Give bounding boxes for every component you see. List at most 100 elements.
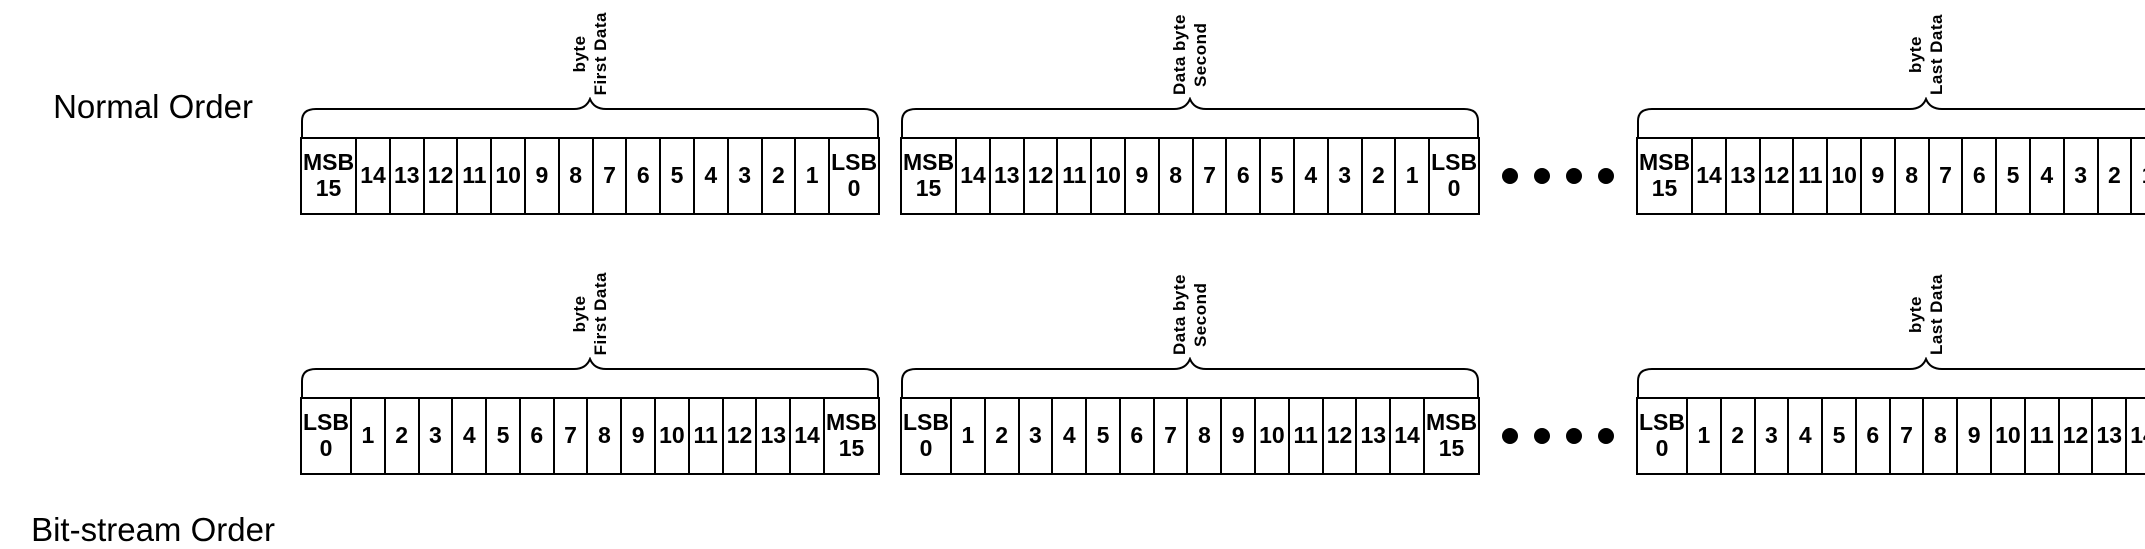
bit-cell-index: 13 bbox=[760, 422, 787, 449]
bit-cell: 8 bbox=[1924, 399, 1959, 473]
bit-cell-index: 6 bbox=[1236, 162, 1250, 189]
bit-cell: 1 bbox=[2132, 139, 2145, 213]
bit-cell: 4 bbox=[695, 139, 729, 213]
bit-cell-index: 7 bbox=[1203, 162, 1216, 189]
bit-cell-index: 1 bbox=[1405, 162, 1419, 189]
byte-span-brace bbox=[300, 97, 880, 137]
bit-cell-index: 2 bbox=[2107, 162, 2121, 189]
bit-cell: 3 bbox=[729, 139, 763, 213]
bit-cell: 14 bbox=[791, 399, 825, 473]
bit-cell-index: 9 bbox=[631, 422, 645, 449]
bit-cell-index: 5 bbox=[1096, 422, 1110, 449]
bit-cell-index: 8 bbox=[1197, 422, 1211, 449]
bit-cell: 9 bbox=[526, 139, 560, 213]
bit-cell-index: 11 bbox=[1798, 162, 1823, 189]
bit-cell-index: 0 bbox=[847, 175, 861, 201]
ellipsis-dot bbox=[1502, 428, 1518, 444]
bit-cell: 9 bbox=[622, 399, 657, 473]
bit-cell-significance-label: LSB bbox=[903, 409, 949, 436]
bit-cell-index: 9 bbox=[1967, 422, 1981, 449]
bit-cell: 11 bbox=[1058, 139, 1093, 213]
bit-cell-index: 3 bbox=[2074, 162, 2087, 189]
byte-span-label-line1: Last Data bbox=[1927, 13, 1946, 95]
bit-cell: 6 bbox=[1963, 139, 1998, 213]
bit-cell-index: 12 bbox=[1326, 422, 1353, 449]
bit-cell: 7 bbox=[1155, 399, 1189, 473]
bit-cell-index: 15 bbox=[838, 435, 865, 461]
bit-cell-index: 11 bbox=[2029, 422, 2054, 449]
byte-span-label-line2: byte bbox=[1905, 296, 1925, 333]
bit-cell: 10 bbox=[1828, 139, 1863, 213]
bit-cell-index: 2 bbox=[1371, 162, 1385, 189]
bit-cell-index: 12 bbox=[1763, 162, 1790, 189]
bit-cell-index: 14 bbox=[794, 422, 820, 449]
byte-span-label-line1: Second bbox=[1191, 22, 1210, 87]
bit-cell-index: 4 bbox=[1798, 422, 1812, 449]
bit-cell-significance-label: LSB bbox=[831, 149, 878, 176]
bit-cell: 5 bbox=[1823, 399, 1857, 473]
bit-cell: 13 bbox=[2093, 399, 2128, 473]
bit-cell: 11 bbox=[690, 399, 724, 473]
bit-cell-index: 14 bbox=[360, 162, 386, 189]
bit-cell: 4 bbox=[1053, 399, 1088, 473]
ellipsis-dot bbox=[1566, 428, 1582, 444]
ellipsis-dot bbox=[1534, 428, 1550, 444]
bit-cell: 9 bbox=[1958, 399, 1993, 473]
ellipsis-dot bbox=[1534, 168, 1550, 184]
bit-cell-significance-label: MSB bbox=[903, 149, 955, 176]
bit-cell: 12 bbox=[1761, 139, 1795, 213]
bit-cell: 4 bbox=[2031, 139, 2065, 213]
bit-cell-index: 5 bbox=[496, 422, 510, 449]
bit-cell-index: 6 bbox=[1972, 162, 1986, 189]
bit-cell: 4 bbox=[1295, 139, 1329, 213]
bit-cell: 14 bbox=[957, 139, 991, 213]
bit-cell: 3 bbox=[420, 399, 454, 473]
bit-cell: 9 bbox=[1126, 139, 1160, 213]
bit-cell: 10 bbox=[1992, 399, 2026, 473]
bit-cell: 14 bbox=[1693, 139, 1727, 213]
bit-cell: 3 bbox=[1329, 139, 1363, 213]
bit-cell: 3 bbox=[1020, 399, 1054, 473]
word-block: Last DatabyteMSB151413121110987654321LSB… bbox=[1636, 0, 2145, 215]
bit-cell-index: 12 bbox=[726, 422, 753, 449]
bit-cell-index: 13 bbox=[994, 162, 1020, 189]
bit-cell: 10 bbox=[492, 139, 527, 213]
bit-cell-index: 3 bbox=[1765, 422, 1778, 449]
ellipsis-dot bbox=[1566, 168, 1582, 184]
bit-cell: 7 bbox=[555, 399, 589, 473]
bit-cell-index: 7 bbox=[564, 422, 577, 449]
block-gap bbox=[880, 137, 900, 215]
bit-cell-index: 6 bbox=[1866, 422, 1880, 449]
bit-cell-index: 13 bbox=[394, 162, 420, 189]
bit-cell: 13 bbox=[757, 399, 792, 473]
bit-cell-significance-label: LSB bbox=[1431, 149, 1478, 176]
block-gap bbox=[880, 397, 900, 475]
bit-cell-index: 4 bbox=[462, 422, 476, 449]
bit-cell: 1 bbox=[796, 139, 831, 213]
byte-span-label-line1: Second bbox=[1191, 282, 1210, 347]
bit-cell: 13 bbox=[391, 139, 425, 213]
byte-span-brace bbox=[1636, 97, 2145, 137]
bit-cell: 5 bbox=[1997, 139, 2031, 213]
byte-span-brace bbox=[900, 357, 1480, 397]
bit-cell: 8 bbox=[588, 399, 623, 473]
bit-cell-index: 8 bbox=[1169, 162, 1183, 189]
bit-cell-index: 14 bbox=[1696, 162, 1722, 189]
bit-cell-index: 1 bbox=[961, 422, 975, 449]
